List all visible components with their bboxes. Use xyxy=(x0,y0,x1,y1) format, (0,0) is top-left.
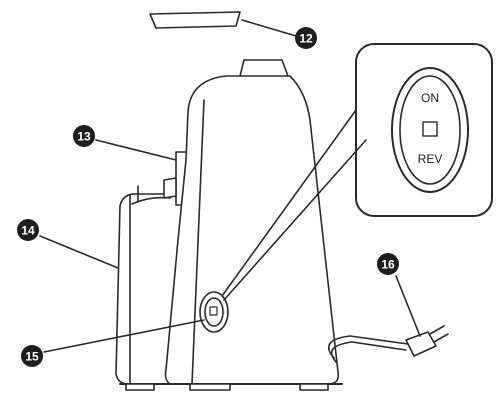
switch-on-label: ON xyxy=(421,91,439,105)
callout-13-number: 13 xyxy=(77,130,91,144)
callout-14: 14 xyxy=(17,219,39,241)
callout-12-number: 12 xyxy=(299,32,313,46)
callout-14-number: 14 xyxy=(21,224,35,238)
power-cord xyxy=(329,336,408,358)
callout-13: 13 xyxy=(73,125,95,147)
callout-16-number: 16 xyxy=(381,258,395,272)
lid-part xyxy=(150,12,240,28)
switch-rev-label: REV xyxy=(418,152,443,166)
callout-12: 12 xyxy=(295,27,317,49)
body-switch xyxy=(200,292,228,332)
inset-switch xyxy=(392,68,468,192)
callout-15: 15 xyxy=(21,345,43,367)
callout-16: 16 xyxy=(377,253,399,275)
main-body xyxy=(166,76,339,384)
callout-15-number: 15 xyxy=(25,350,39,364)
power-plug xyxy=(406,326,448,356)
spout-part xyxy=(240,60,288,76)
